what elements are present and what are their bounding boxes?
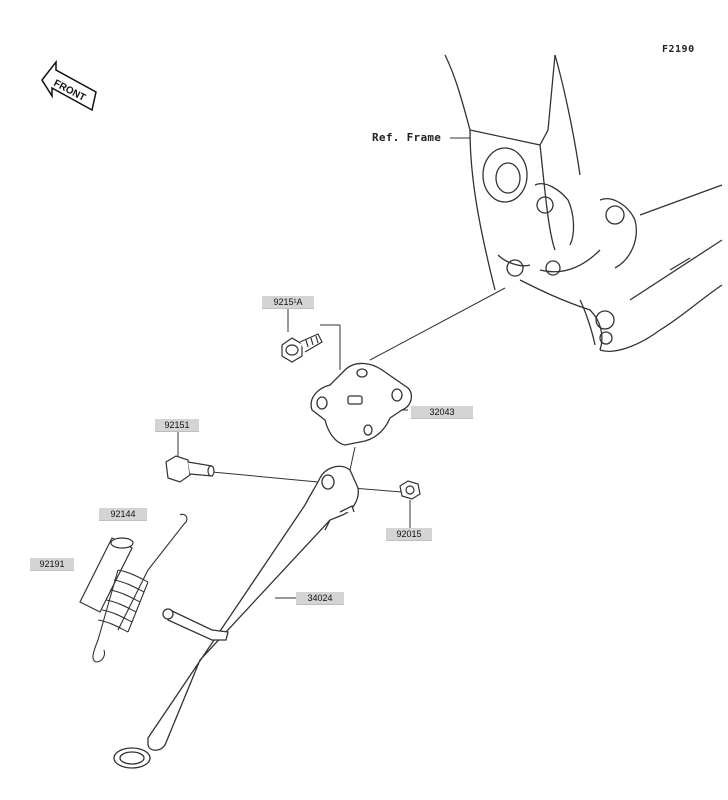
bracket-32043 <box>310 362 413 446</box>
frame-reference <box>444 54 723 352</box>
bolt-92151 <box>165 455 215 483</box>
side-stand-34024 <box>113 465 359 769</box>
part-label-9215a[interactable]: 9215¹A <box>262 296 314 309</box>
sleeve-92191 <box>79 537 134 613</box>
ref-frame-label: Ref. Frame <box>372 131 442 144</box>
part-label-92015[interactable]: 92015 <box>386 528 432 541</box>
nut-92015 <box>399 480 421 500</box>
diagram-code: F2190 <box>662 44 695 55</box>
part-label-92144[interactable]: 92144 <box>99 508 147 521</box>
part-label-32043[interactable]: 32043 <box>411 406 473 419</box>
front-arrow-icon: FRONT <box>41 59 97 112</box>
bolt-9215a <box>281 333 323 363</box>
part-label-34024[interactable]: 34024 <box>296 592 344 605</box>
spring-92144 <box>92 513 188 663</box>
part-label-92151[interactable]: 92151 <box>155 419 199 432</box>
part-label-92191[interactable]: 92191 <box>30 558 74 571</box>
